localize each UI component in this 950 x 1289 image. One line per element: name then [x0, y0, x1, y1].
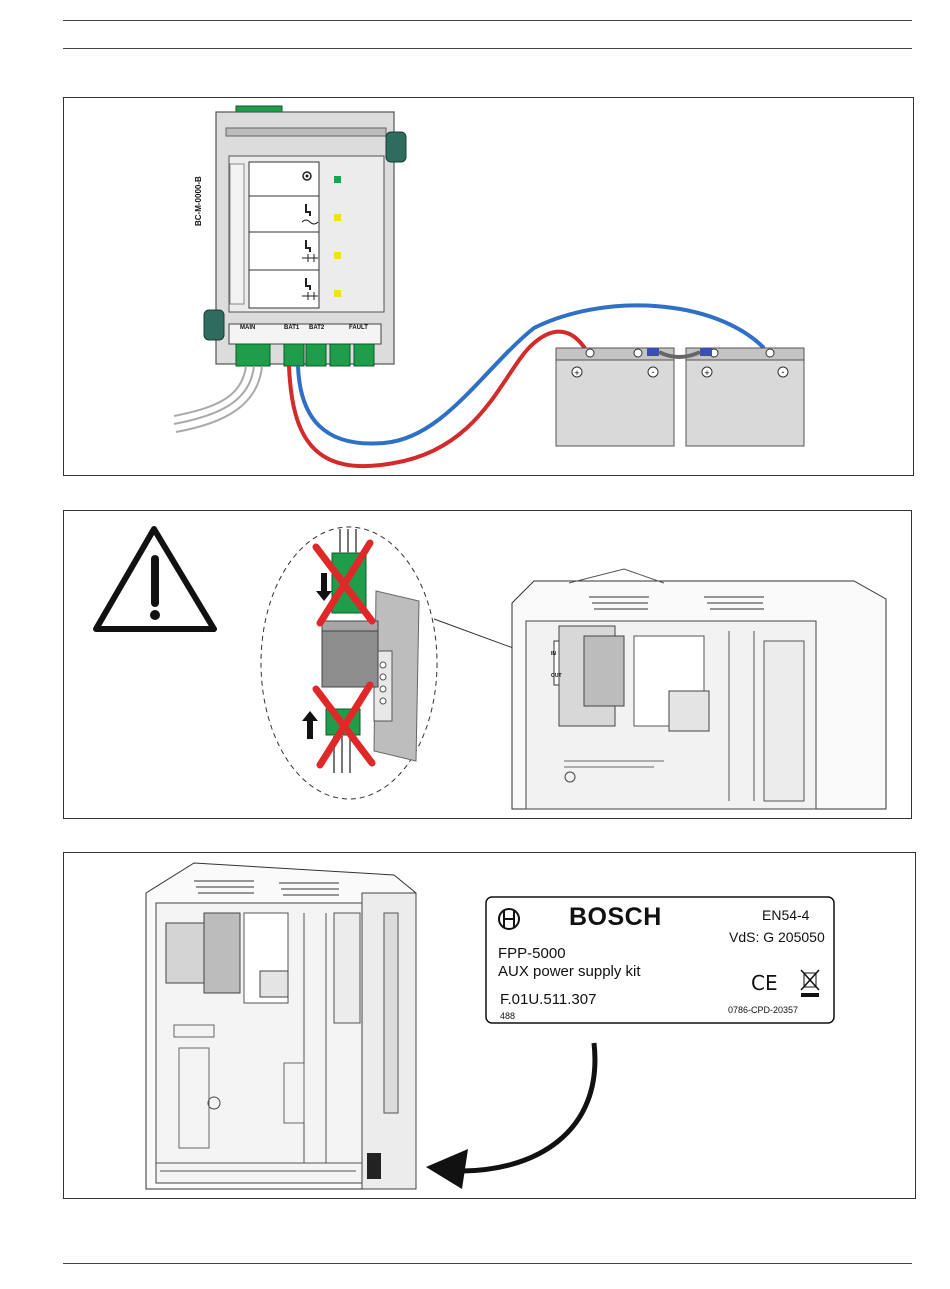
terminal-label-fault: FAULT	[349, 325, 368, 331]
label-part-number: F.01U.511.307	[500, 991, 596, 1008]
label-cpd: 0786-CPD-20357	[728, 1005, 798, 1015]
label-product-desc: AUX power supply kit	[498, 963, 641, 980]
svg-text:+: +	[704, 368, 709, 378]
terminal-label-main: MAIN	[240, 325, 255, 331]
terminal-label-bat1: BAT1	[284, 325, 299, 331]
label-brand: BOSCH	[569, 903, 662, 932]
svg-text:-: -	[782, 367, 785, 377]
footer-rule	[63, 1263, 912, 1264]
figure-warning-connectors: IN OUT	[63, 510, 912, 819]
module-vertical-label: BC-M-0000-B	[194, 176, 203, 226]
figure-label-location: BOSCH EN54-4 VdS: G 205050 FPP-5000 AUX …	[63, 852, 916, 1199]
label-product: FPP-5000	[498, 945, 566, 962]
aux-module-out-label: OUT	[551, 673, 562, 679]
label-vds: VdS: G 205050	[729, 929, 825, 945]
terminal-label-bat2: BAT2	[309, 325, 324, 331]
cabinet-diagram	[64, 853, 915, 1198]
label-standard: EN54-4	[762, 907, 809, 923]
label-ce-mark: CE	[751, 971, 778, 995]
battery-wiring-diagram: + - + -	[64, 98, 913, 475]
svg-text:+: +	[574, 368, 579, 378]
header-rule-top	[63, 20, 912, 21]
header-rule-bottom	[63, 48, 912, 49]
svg-text:-: -	[652, 367, 655, 377]
figure-battery-wiring: + - + - BC-M-0000-B MAIN BAT1 BAT2 FAULT	[63, 97, 914, 476]
label-code: 488	[500, 1011, 515, 1021]
aux-module-in-label: IN	[551, 651, 556, 657]
warning-diagram	[64, 511, 911, 818]
